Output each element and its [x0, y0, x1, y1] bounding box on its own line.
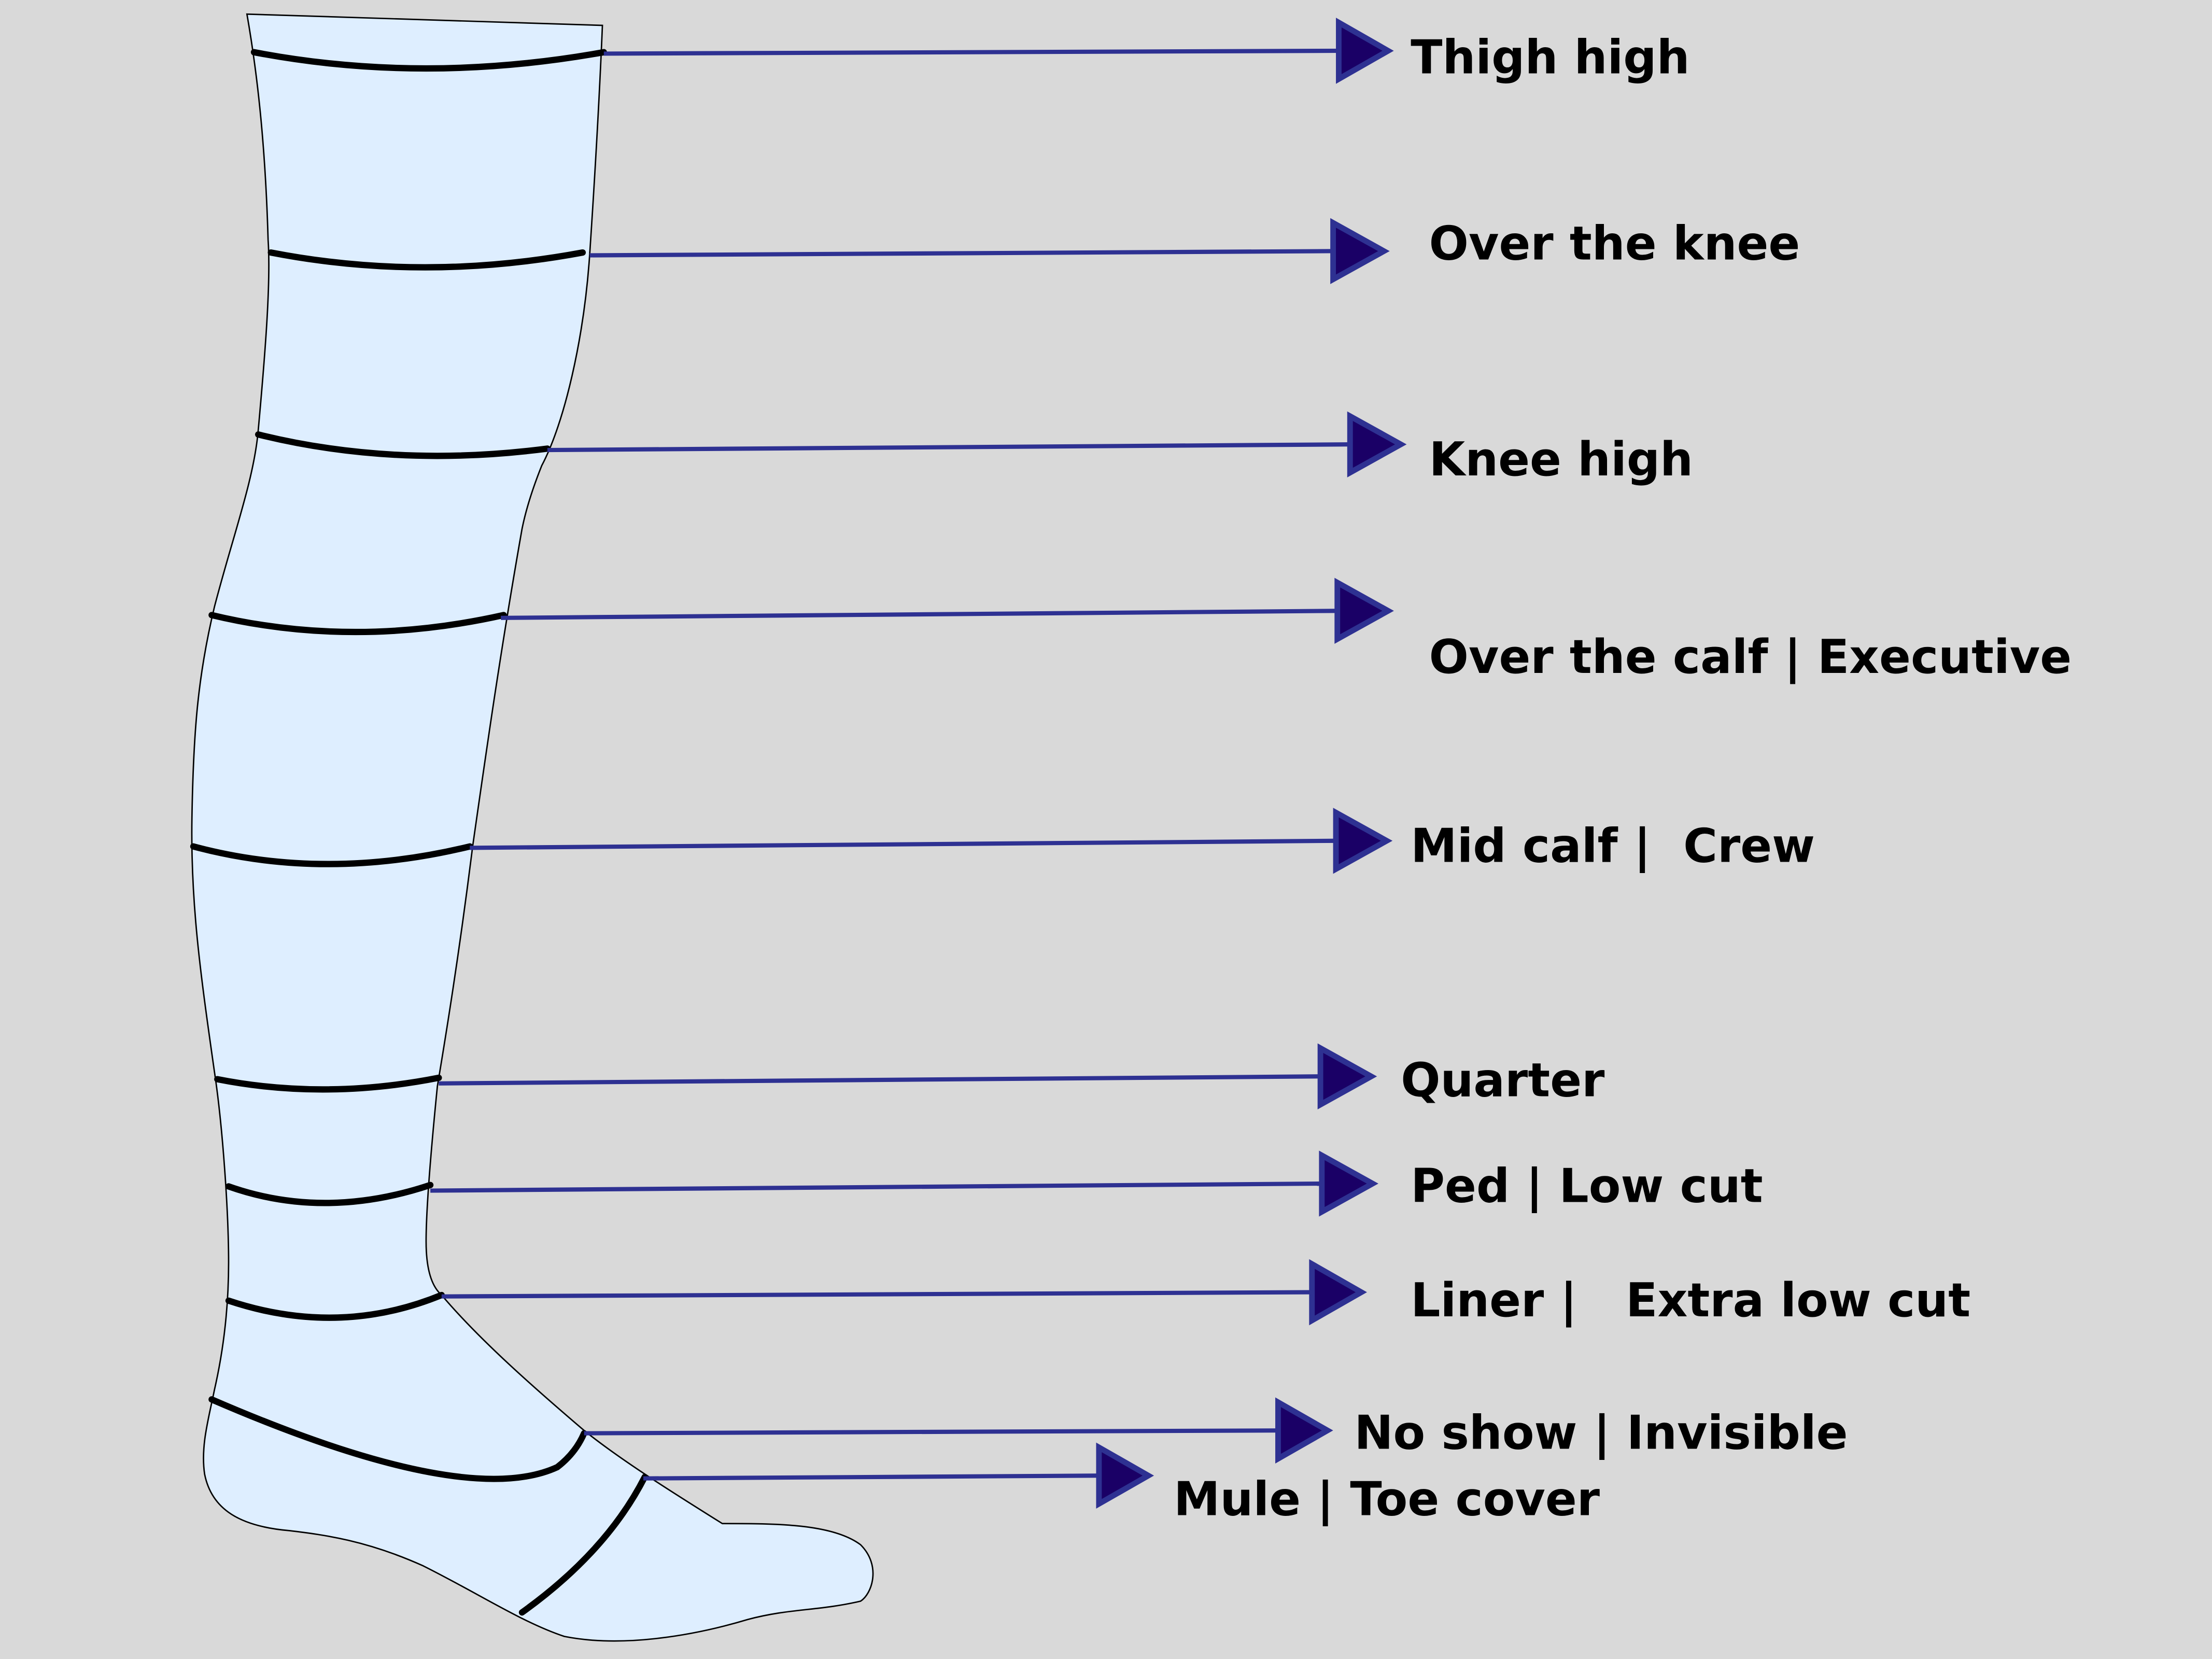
arrow-ped: Ped | Low cut	[430, 1150, 1763, 1217]
label-no-show: No show | Invisible	[1354, 1407, 1848, 1460]
arrowhead-icon	[1336, 18, 1394, 84]
arrow-over-the-calf: Over the calf | Executive	[501, 578, 2072, 684]
label-ped: Ped | Low cut	[1411, 1159, 1763, 1213]
arrow-over-the-knee: Over the knee	[589, 217, 1800, 285]
label-over-the-knee: Over the knee	[1429, 217, 1800, 271]
band-mid-calf	[190, 843, 473, 867]
arrowhead-icon	[1275, 1397, 1333, 1464]
band-over-the-calf	[208, 612, 507, 636]
label-knee-high: Knee high	[1429, 433, 1693, 487]
band-thigh-high	[250, 49, 607, 72]
band-mule	[518, 1473, 648, 1616]
arrowhead-icon	[1096, 1442, 1154, 1509]
label-mule: Mule | Toe cover	[1174, 1472, 1600, 1526]
label-over-the-calf: Over the calf | Executive	[1429, 630, 2072, 684]
arrow-knee-high: Knee high	[547, 411, 1693, 487]
arrow-liner: Liner | Extra low cut	[441, 1259, 1970, 1328]
label-liner: Liner | Extra low cut	[1411, 1274, 1970, 1328]
arrow-quarter: Quarter	[439, 1043, 1605, 1109]
band-quarter	[214, 1074, 442, 1093]
band-no-show	[208, 1396, 587, 1482]
arrow-mid-calf: Mid calf | Crew	[470, 808, 1815, 874]
band-over-the-knee	[267, 249, 586, 271]
band-ped	[225, 1182, 434, 1206]
label-thigh-high: Thigh high	[1411, 31, 1689, 85]
label-mid-calf: Mid calf | Crew	[1411, 820, 1815, 874]
arrowhead-icon	[1317, 1043, 1377, 1109]
arrowhead-icon	[1330, 218, 1390, 285]
arrow-mule: Mule | Toe cover	[643, 1442, 1600, 1526]
arrowhead-icon	[1333, 808, 1393, 874]
arrowhead-icon	[1347, 411, 1407, 477]
label-quarter: Quarter	[1401, 1053, 1605, 1107]
arrowhead-icon	[1309, 1259, 1367, 1326]
arrowhead-icon	[1334, 578, 1394, 644]
sock-outline	[191, 13, 874, 1642]
arrowhead-icon	[1319, 1150, 1378, 1217]
arrow-no-show: No show | Invisible	[584, 1397, 1848, 1464]
band-knee-high	[255, 431, 551, 459]
band-liner	[225, 1291, 445, 1321]
arrow-thigh-high: Thigh high	[603, 18, 1690, 85]
length-bands	[190, 49, 648, 1616]
